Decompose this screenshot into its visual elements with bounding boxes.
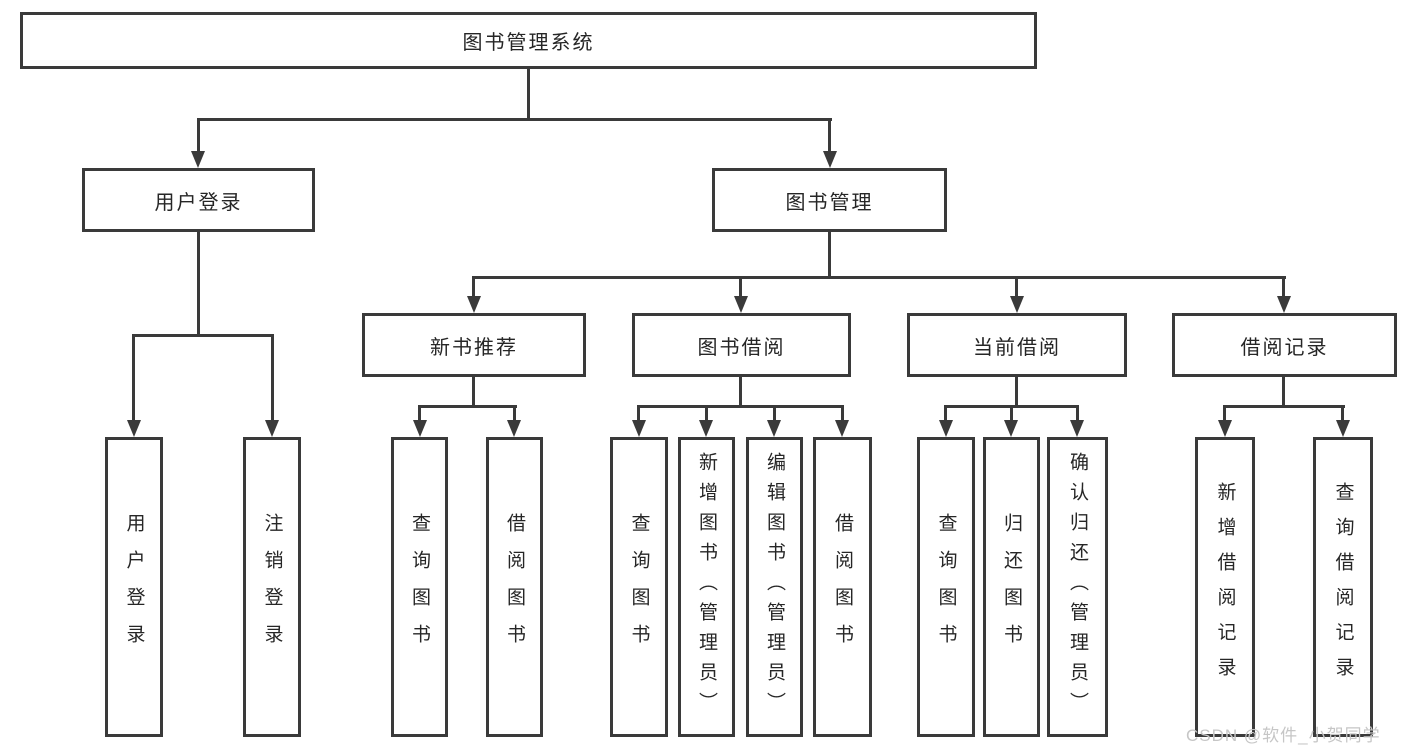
connector-user-login-split	[132, 334, 274, 337]
connector-drop-user-login	[197, 118, 200, 152]
node-new-book-rec: 新书推荐	[362, 313, 586, 377]
arrow-bb-edit	[767, 420, 781, 437]
arrow-rec-query	[413, 420, 427, 437]
node-book-mgmt: 图书管理	[712, 168, 947, 232]
connector-drop-cb-return	[1010, 405, 1013, 421]
node-book-borrow: 图书借阅	[632, 313, 851, 377]
connector-borrow-record-split	[1223, 405, 1345, 408]
leaf-logout: 注销登录	[243, 437, 301, 737]
node-book-borrow-label: 图书借阅	[697, 336, 786, 359]
arrow-cb-query	[939, 420, 953, 437]
arrow-borrow-record	[1277, 296, 1291, 313]
connector-drop-leaf-logout	[271, 334, 274, 421]
leaf-rec-query-book-label: 查询图书	[409, 513, 430, 661]
connector-drop-current-borrow	[1015, 276, 1018, 297]
connector-drop-cb-query	[944, 405, 947, 421]
node-current-borrow-label: 当前借阅	[973, 336, 1061, 359]
leaf-cb-confirm-return-label: 确认归还（管理员）	[1067, 452, 1088, 722]
leaf-bb-add-book: 新增图书（管理员）	[678, 437, 735, 737]
connector-drop-rec-borrow	[513, 405, 516, 421]
leaf-user-login-label: 用户登录	[123, 513, 145, 661]
leaf-rec-query-book: 查询图书	[391, 437, 448, 737]
node-borrow-record: 借阅记录	[1172, 313, 1397, 377]
connector-drop-book-mgmt	[828, 118, 831, 152]
arrow-user-login	[191, 151, 205, 168]
connector-drop-book-borrow	[739, 276, 742, 297]
connector-drop-new-book	[472, 276, 475, 297]
leaf-br-add-record: 新增借阅记录	[1195, 437, 1255, 737]
leaf-rec-borrow-book: 借阅图书	[486, 437, 543, 737]
connector-book-mgmt-split	[472, 276, 1286, 279]
connector-book-borrow-stem	[739, 377, 742, 408]
connector-drop-bb-query	[637, 405, 640, 421]
leaf-rec-borrow-book-label: 借阅图书	[504, 513, 525, 661]
node-user-login: 用户登录	[82, 168, 315, 232]
leaf-bb-query-book: 查询图书	[610, 437, 668, 737]
arrow-book-borrow	[734, 296, 748, 313]
arrow-leaf-user-login	[127, 420, 141, 437]
node-root-label: 图书管理系统	[462, 32, 595, 54]
arrow-cb-return	[1004, 420, 1018, 437]
connector-root-split	[197, 118, 832, 121]
node-current-borrow: 当前借阅	[907, 313, 1127, 377]
arrow-leaf-logout	[265, 420, 279, 437]
connector-drop-bb-add	[705, 405, 708, 421]
connector-new-book-stem	[472, 377, 475, 408]
node-book-mgmt-label: 图书管理	[785, 191, 874, 214]
connector-root-stem	[527, 69, 530, 120]
connector-drop-leaf-user-login	[132, 334, 135, 421]
arrow-current-borrow	[1010, 296, 1024, 313]
leaf-bb-add-book-label: 新增图书（管理员）	[696, 452, 717, 722]
connector-book-mgmt-stem	[828, 232, 831, 278]
leaf-user-login: 用户登录	[105, 437, 163, 737]
arrow-rec-borrow	[507, 420, 521, 437]
connector-book-borrow-split	[637, 405, 844, 408]
connector-drop-br-query	[1341, 405, 1344, 421]
connector-drop-bb-edit	[773, 405, 776, 421]
leaf-bb-edit-book: 编辑图书（管理员）	[746, 437, 803, 737]
leaf-br-query-record: 查询借阅记录	[1313, 437, 1373, 737]
node-new-book-rec-label: 新书推荐	[430, 336, 518, 359]
leaf-bb-query-book-label: 查询图书	[628, 513, 650, 661]
leaf-cb-query-book: 查询图书	[917, 437, 975, 737]
node-root: 图书管理系统	[20, 12, 1037, 69]
arrow-br-query	[1336, 420, 1350, 437]
leaf-bb-edit-book-label: 编辑图书（管理员）	[764, 452, 785, 722]
arrow-br-add	[1218, 420, 1232, 437]
connector-drop-cb-confirm	[1076, 405, 1079, 421]
leaf-br-query-record-label: 查询借阅记录	[1332, 482, 1354, 692]
leaf-bb-borrow-book: 借阅图书	[813, 437, 872, 737]
connector-drop-br-add	[1223, 405, 1226, 421]
arrow-bb-borrow	[835, 420, 849, 437]
arrow-bb-add	[699, 420, 713, 437]
leaf-logout-label: 注销登录	[261, 513, 283, 661]
connector-user-login-stem	[197, 232, 200, 337]
leaf-br-add-record-label: 新增借阅记录	[1214, 482, 1236, 692]
leaf-cb-return-book: 归还图书	[983, 437, 1040, 737]
arrow-new-book	[467, 296, 481, 313]
csdn-watermark: CSDN @软件_小贺同学	[1186, 726, 1381, 745]
leaf-cb-return-book-label: 归还图书	[1001, 513, 1022, 661]
arrow-book-mgmt	[823, 151, 837, 168]
node-borrow-record-label: 借阅记录	[1240, 336, 1329, 359]
connector-drop-rec-query	[418, 405, 421, 421]
connector-current-borrow-stem	[1015, 377, 1018, 408]
connector-drop-bb-borrow	[841, 405, 844, 421]
leaf-cb-query-book-label: 查询图书	[935, 513, 957, 661]
arrow-bb-query	[632, 420, 646, 437]
node-user-login-label: 用户登录	[154, 191, 243, 214]
connector-new-book-split	[418, 405, 517, 408]
leaf-cb-confirm-return: 确认归还（管理员）	[1047, 437, 1108, 737]
connector-drop-borrow-record	[1282, 276, 1285, 297]
connector-borrow-record-stem	[1282, 377, 1285, 408]
arrow-cb-confirm	[1070, 420, 1084, 437]
leaf-bb-borrow-book-label: 借阅图书	[832, 513, 853, 661]
